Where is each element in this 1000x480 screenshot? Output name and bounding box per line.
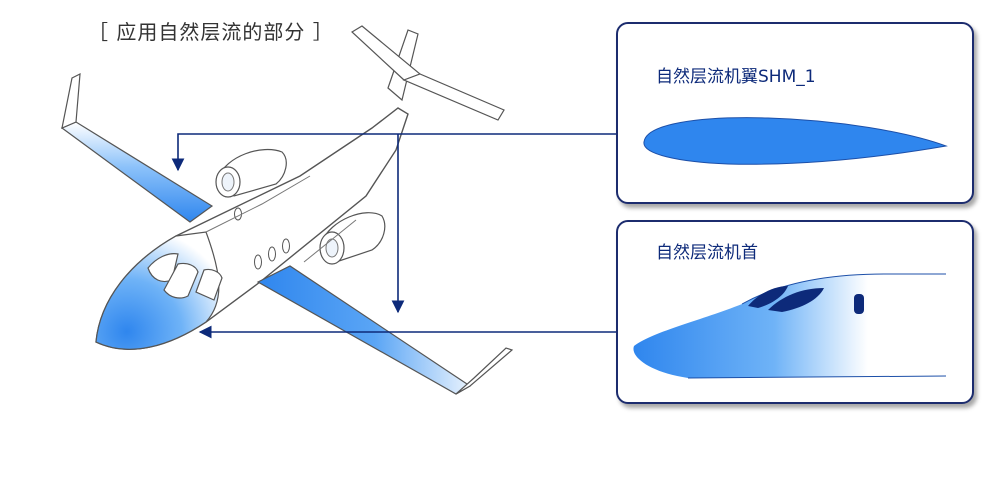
- right-winglet: [455, 347, 514, 395]
- left-winglet: [61, 72, 81, 130]
- panel-laminar-wing: 自然层流机翼SHM_1: [616, 22, 974, 204]
- airfoil-shape-icon: [643, 117, 948, 165]
- panel-laminar-nose: 自然层流机首: [616, 220, 974, 404]
- engine-upper: [215, 148, 287, 198]
- arrow-to-wing: [171, 133, 616, 172]
- diagram-title: ［ 应用自然层流的部分 ］: [88, 20, 334, 44]
- engine-lower: [319, 212, 386, 265]
- cabin-window: [234, 207, 242, 221]
- cabin-window: [282, 238, 290, 254]
- left-wing: [60, 121, 214, 223]
- cockpit-window-left: [147, 253, 179, 283]
- cockpit-window-center: [163, 262, 199, 299]
- panel-nose-label: 自然层流机首: [656, 243, 758, 263]
- right-wing: [256, 265, 472, 395]
- nose-profile-icon: [633, 273, 947, 379]
- cabin-window: [254, 254, 262, 270]
- panel-wing-label: 自然层流机翼SHM_1: [656, 67, 816, 87]
- side-window: [854, 294, 864, 314]
- cockpit-window-right: [195, 268, 223, 301]
- cabin-window: [268, 246, 276, 262]
- cockpit-glass-2: [768, 288, 824, 312]
- tail-stabilizer-right: [402, 73, 505, 121]
- cockpit-glass-1: [748, 286, 788, 308]
